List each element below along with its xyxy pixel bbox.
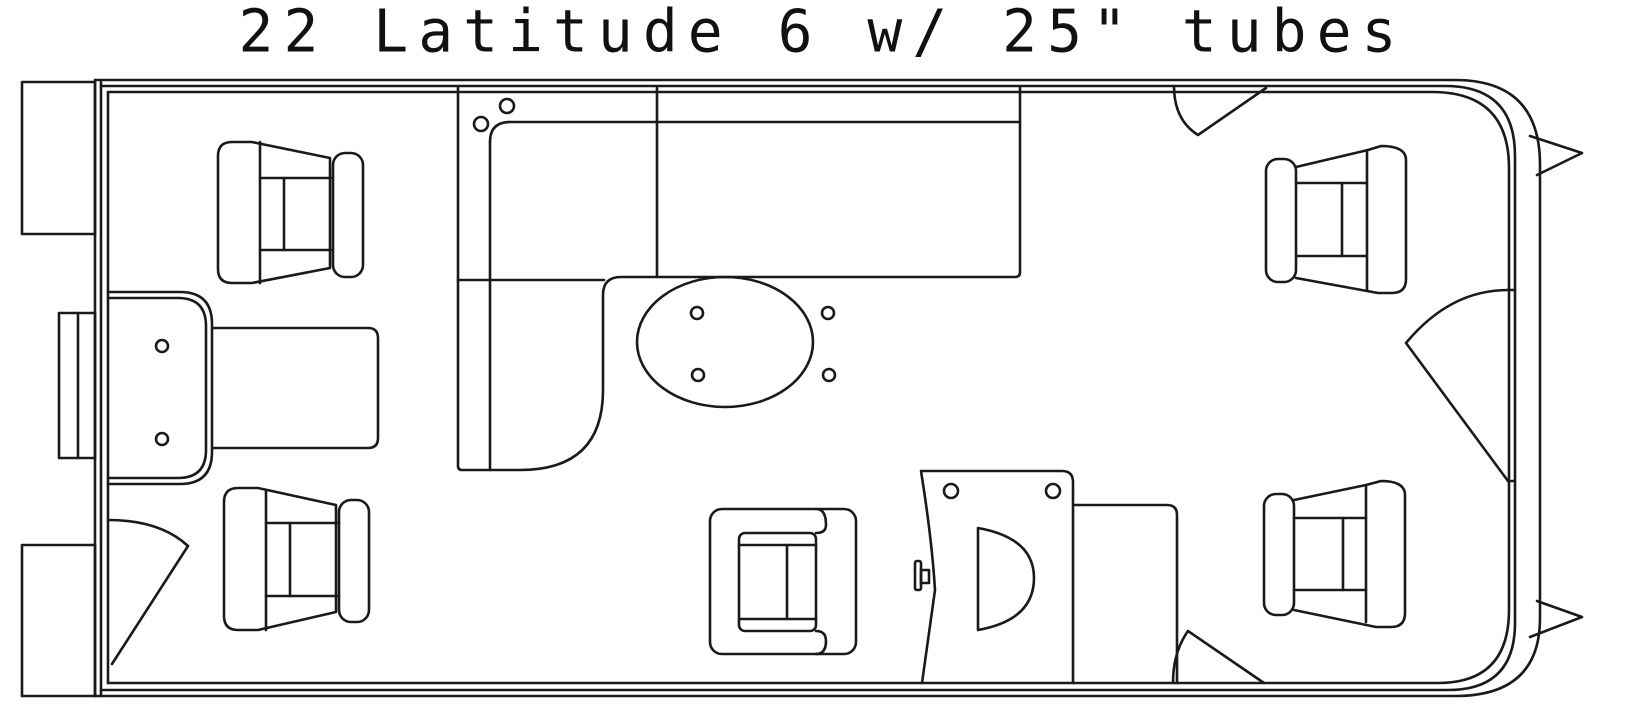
stern-swim-platform-right (22, 545, 95, 696)
helm-console (921, 471, 1073, 683)
stern-swim-platform-left (22, 82, 95, 234)
rear-fishing-seat-top (218, 142, 363, 283)
hull-outline (95, 80, 1540, 696)
bow-gate (1406, 290, 1515, 481)
captain-chair (710, 509, 856, 654)
rear-fishing-seat-bottom (224, 488, 369, 630)
stern-gate (108, 520, 188, 664)
steering-wheel (915, 561, 929, 590)
console-storage (1075, 505, 1177, 683)
rear-lounge (108, 292, 378, 484)
pontoon-nose-bottom (1530, 601, 1582, 637)
l-shaped-couch (458, 88, 1020, 470)
pontoon-nose-top (1530, 136, 1582, 175)
starboard-gate (1174, 86, 1266, 135)
port-gate (1173, 631, 1264, 683)
bow-seat-bottom (1264, 481, 1405, 627)
page-title: 22 Latitude 6 w/ 25" tubes (238, 0, 1407, 66)
oval-table (637, 277, 835, 407)
stern-ladder (59, 313, 95, 458)
bow-seat-top (1266, 146, 1406, 293)
